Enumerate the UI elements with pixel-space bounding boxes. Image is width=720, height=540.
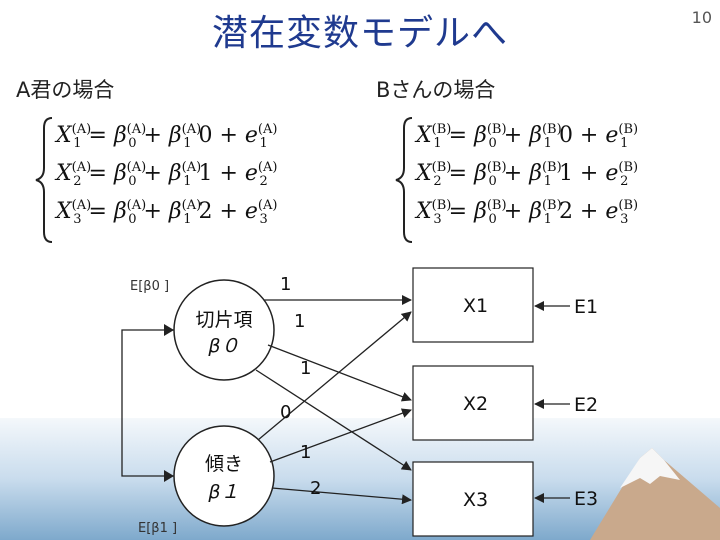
mountain-shape (590, 448, 720, 540)
case-a-heading: A君の場合 (16, 78, 115, 102)
equation-brace-b (395, 117, 413, 243)
case-a-equation-row-2: X(A)2 = β(A)0 + β(A)1 1 + e(A)2 (54, 160, 277, 189)
path-intercept-x3 (255, 369, 412, 471)
e1-label: E1 (574, 296, 598, 318)
path-slope-x1 (257, 311, 412, 441)
slide-title: 潜在変数モデルへ (211, 13, 508, 54)
path-label-intercept-x3: 1 (300, 358, 311, 379)
background-landscape (0, 418, 720, 540)
path-label-intercept-x1: 1 (280, 274, 291, 295)
path-slope-x2 (269, 408, 412, 463)
path-diagram: 切片項 β０ 傾き β１ E[β0 ] E[β1 ] X1 X2 X3 E1 E… (121, 267, 598, 537)
path-label-intercept-x2: 1 (294, 311, 305, 332)
mean-beta0-label: E[β0 ] (130, 279, 169, 294)
slope-symbol: β１ (207, 481, 239, 503)
equations-a: X(A)1 = β(A)0 + β(A)1 0 + e(A)1 X(A)2 = … (54, 122, 277, 227)
case-b-equation-row-2: X(B)2 = β(B)0 + β(B)1 1 + e(B)2 (414, 160, 638, 189)
path-label-slope-x3: 2 (310, 478, 321, 499)
intercept-symbol: β０ (207, 335, 239, 357)
equation-brace-a (35, 117, 53, 243)
path-label-slope-x1: 0 (280, 402, 291, 423)
e3-label: E3 (574, 488, 598, 510)
case-b-heading: Bさんの場合 (376, 78, 496, 102)
case-b-equation-row-3: X(B)3 = β(B)0 + β(B)1 2 + e(B)3 (414, 198, 638, 227)
slope-latent-circle (173, 425, 275, 527)
x2-box (412, 365, 534, 441)
case-a-equation-row-3: X(A)3 = β(A)0 + β(A)1 2 + e(A)3 (54, 198, 277, 227)
e2-label: E2 (574, 394, 598, 416)
equations-b: X(B)1 = β(B)0 + β(B)1 0 + e(B)1 X(B)2 = … (414, 122, 638, 227)
x1-label: X1 (463, 295, 488, 317)
intercept-label: 切片項 (195, 309, 252, 331)
x3-label: X3 (463, 489, 488, 511)
x1-box (412, 267, 534, 343)
path-label-slope-x2: 1 (300, 442, 311, 463)
path-slope-x3 (271, 487, 412, 505)
latent-covariance-line (121, 329, 174, 477)
page-number: 10 (691, 8, 712, 27)
mean-beta1-label: E[β1 ] (138, 521, 177, 536)
slope-label: 傾き (205, 453, 243, 475)
case-b-equation-row-1: X(B)1 = β(B)0 + β(B)1 0 + e(B)1 (414, 122, 638, 151)
x3-box (412, 461, 534, 537)
x2-label: X2 (463, 393, 488, 415)
case-a-equation-row-1: X(A)1 = β(A)0 + β(A)1 0 + e(A)1 (54, 122, 277, 151)
